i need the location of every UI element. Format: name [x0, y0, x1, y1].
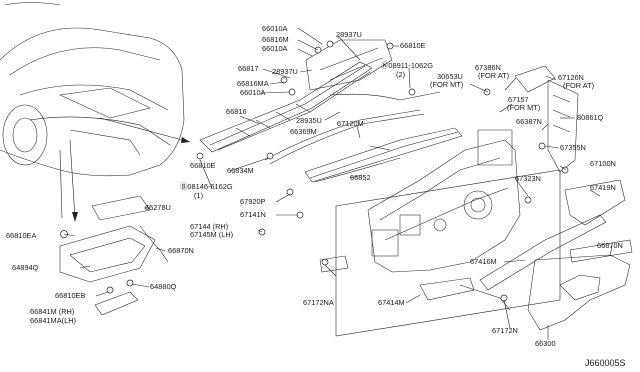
part-label-67172n: 67172N: [492, 326, 518, 335]
part-label-66841m: 66841M (RH): [30, 307, 75, 316]
left-side-parts: [59, 195, 169, 316]
part-label-67157: 67157: [508, 95, 529, 104]
part-label-65278u: 65278U: [145, 203, 171, 212]
part-label-66852: 66852: [350, 173, 371, 182]
part-label-66810e-top: 66810E: [400, 41, 426, 50]
callout-arrows: [59, 117, 191, 222]
part-label-66816ma: 66816MA: [237, 79, 269, 88]
part-label-67141n: 67141N: [240, 210, 266, 219]
part-label-67920p: 67920P: [240, 197, 266, 206]
part-label-67386n: 67386N: [475, 63, 501, 72]
part-label-28937u-2: 28937U: [272, 67, 298, 76]
part-label-28937u-top: 28937U: [336, 30, 362, 39]
part-label-30653u: 30653U: [437, 72, 463, 81]
car-body-illustration: [0, 2, 185, 177]
part-label-67144: 67144 (RH): [190, 222, 229, 231]
part-label-67416m: 67416M: [470, 257, 497, 266]
part-label-66841ma: 66841MA(LH): [30, 316, 77, 325]
part-label-67172na: 67172NA: [303, 298, 334, 307]
part-label-67100n: 67100N: [590, 159, 616, 168]
part-label-66816: 66816: [226, 107, 247, 116]
part-label-66010a-3: 66010A: [240, 88, 266, 97]
part-label-67126n: 67126N: [558, 73, 584, 82]
part-label-64880q: 64880Q: [150, 282, 177, 291]
part-label-66816m: 66816M: [262, 35, 289, 44]
dash-assembly-frame: [335, 169, 561, 337]
part-label-64894q: 64894Q: [12, 263, 39, 272]
part-label-30653u-note: (FOR MT): [430, 80, 464, 89]
part-label-66010a-2: 66010A: [262, 44, 288, 53]
hose-lines: [264, 91, 441, 165]
part-label-67120m: 67120M: [337, 119, 364, 128]
part-label-66010a-top: 66010A: [262, 24, 288, 33]
part-label-66369m: 66369M: [290, 127, 317, 136]
leader-lines: [63, 27, 613, 340]
part-label-66870n-left: 66870N: [168, 246, 194, 255]
part-label-67355n: 67355N: [560, 143, 586, 152]
upper-dash-panel: [304, 127, 463, 183]
diagram-id: J660005S: [585, 358, 626, 368]
lower-brackets: [319, 255, 511, 311]
part-label-80861q: 80861Q: [577, 113, 604, 122]
part-label-67419n: 67419N: [590, 183, 616, 192]
part-label-66810e-2: 66810E: [190, 161, 216, 170]
part-label-08146: Ⓑ08146-6162G: [180, 182, 233, 191]
part-label-08146-qty: (1): [194, 191, 204, 200]
part-label-66810eb: 66810EB: [55, 291, 86, 300]
dash-lower-panel: [367, 129, 521, 273]
part-label-66817: 66817: [238, 64, 259, 73]
part-label-66387n: 66387N: [516, 117, 542, 126]
fastener-markers: [196, 40, 569, 302]
part-label-67414m: 67414M: [378, 298, 405, 307]
part-label-67386n-note: (FOR AT): [478, 71, 510, 80]
right-side-panels: [479, 65, 633, 331]
part-label-66834m: 66834M: [227, 166, 254, 175]
part-label-08911-qty: (2): [396, 70, 406, 79]
part-label-67157-note: (FOR MT): [507, 103, 541, 112]
part-label-67126n-note: (FOR AT): [563, 81, 595, 90]
part-label-08911: Ⓝ08911-1062G: [381, 61, 434, 70]
part-label-66300: 66300: [535, 339, 556, 348]
part-label-28935u: 28935U: [296, 116, 322, 125]
part-label-66870n-right: 66870N: [597, 241, 623, 250]
part-label-67145m: 67145M (LH): [190, 230, 234, 239]
part-label-66810ea: 66810EA: [6, 231, 37, 240]
cowl-top-grille: [199, 39, 393, 153]
part-label-67323n: 67323N: [515, 174, 541, 183]
